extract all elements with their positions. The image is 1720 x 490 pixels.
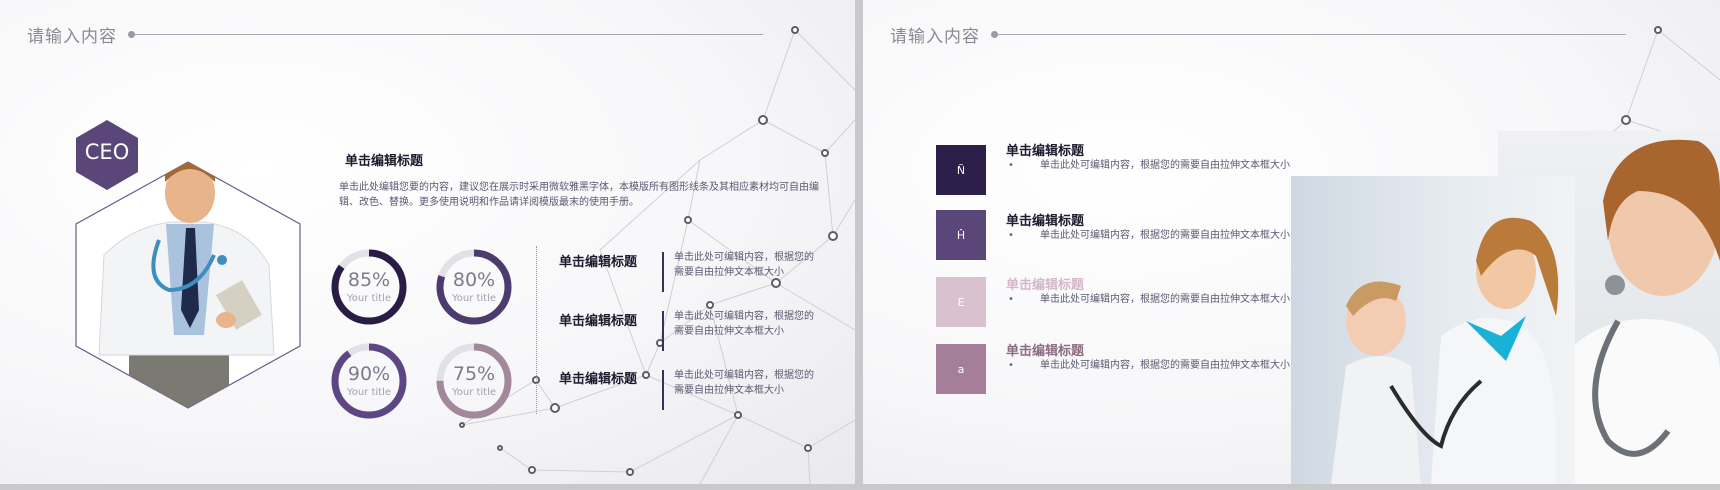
- item-desc: 单击此处可编辑内容，根据您的需要自由拉伸文本框大小: [674, 370, 814, 396]
- progress-ring: 80% Your title: [434, 247, 514, 327]
- main-body: 单击此处编辑您要的内容，建议您在展示时采用微软雅黑字体，本模版所有图形线条及其相…: [339, 182, 819, 208]
- ring-value: 80%: [452, 269, 496, 291]
- item-bar: [662, 252, 664, 292]
- row-icon-square: a: [936, 344, 986, 394]
- row-bullet: •: [1008, 360, 1014, 371]
- ring-value: 75%: [452, 363, 496, 385]
- item-desc: 单击此处可编辑内容，根据您的需要自由拉伸文本框大小: [674, 311, 814, 337]
- item-bar: [662, 370, 664, 410]
- header-title: 请输入内容: [890, 27, 980, 47]
- ceo-badge-hexagon: [76, 120, 138, 190]
- header-dot: [991, 31, 998, 38]
- row-desc: 单击此处可编辑内容，根据您的需要自由拉伸文本框大小: [1040, 160, 1290, 171]
- row-bullet: •: [1008, 230, 1014, 241]
- ring-graphic: [331, 343, 407, 419]
- ring-graphic: [331, 249, 407, 325]
- item-title: 单击编辑标题: [559, 255, 638, 270]
- ring-label: Your title: [346, 293, 392, 304]
- row-icon-square: Ĥ: [936, 210, 986, 260]
- row-desc: 单击此处可编辑内容，根据您的需要自由拉伸文本框大小: [1040, 360, 1290, 371]
- ring-fill: [436, 249, 512, 325]
- ring-fill: [436, 343, 512, 419]
- nurse-figure: [1558, 139, 1720, 484]
- row-title: 单击编辑标题: [1006, 214, 1085, 229]
- header-line: [135, 34, 763, 35]
- item-title: 单击编辑标题: [559, 372, 638, 387]
- ring-label: Your title: [451, 293, 497, 304]
- nurse-baby-figure: [1331, 217, 1559, 484]
- ring-label: Your title: [346, 387, 392, 398]
- ring-graphic: [436, 343, 512, 419]
- ring-value: 90%: [347, 363, 391, 385]
- item-title: 单击编辑标题: [559, 314, 638, 329]
- ceo-badge-label: CEO: [84, 140, 130, 164]
- header-line: [998, 34, 1626, 35]
- row-icon-square: E: [936, 277, 986, 327]
- progress-ring: 90% Your title: [329, 341, 409, 421]
- row-icon-square: Ñ: [936, 145, 986, 195]
- item-desc: 单击此处可编辑内容，根据您的需要自由拉伸文本框大小: [674, 252, 814, 278]
- row-title: 单击编辑标题: [1006, 344, 1085, 359]
- row-bullet: •: [1008, 160, 1014, 171]
- doctor-hexagon: [75, 161, 301, 409]
- row-desc: 单击此处可编辑内容，根据您的需要自由拉伸文本框大小: [1040, 230, 1290, 241]
- row-title: 单击编辑标题: [1006, 278, 1085, 293]
- ring-label: Your title: [451, 387, 497, 398]
- dotted-divider: [536, 246, 537, 414]
- slide-2: 请输入内容 Ñ 单击编辑标题 • 单击此处可编辑内容，根据您的需要自由拉伸文本框…: [863, 0, 1720, 484]
- ring-graphic: [436, 249, 512, 325]
- row-desc: 单击此处可编辑内容，根据您的需要自由拉伸文本框大小: [1040, 294, 1290, 305]
- row-bullet: •: [1008, 294, 1014, 305]
- slide-1: 请输入内容 CEO: [0, 0, 855, 484]
- header-title: 请输入内容: [27, 27, 117, 47]
- progress-ring: 85% Your title: [329, 247, 409, 327]
- main-heading: 单击编辑标题: [345, 154, 424, 169]
- row-title: 单击编辑标题: [1006, 144, 1085, 159]
- ring-value: 85%: [347, 269, 391, 291]
- item-bar: [662, 311, 664, 351]
- progress-ring: 75% Your title: [434, 341, 514, 421]
- header-dot: [128, 31, 135, 38]
- ring-fill: [331, 343, 407, 419]
- ring-fill: [331, 249, 407, 325]
- nurse-baby-photo: [1291, 176, 1575, 484]
